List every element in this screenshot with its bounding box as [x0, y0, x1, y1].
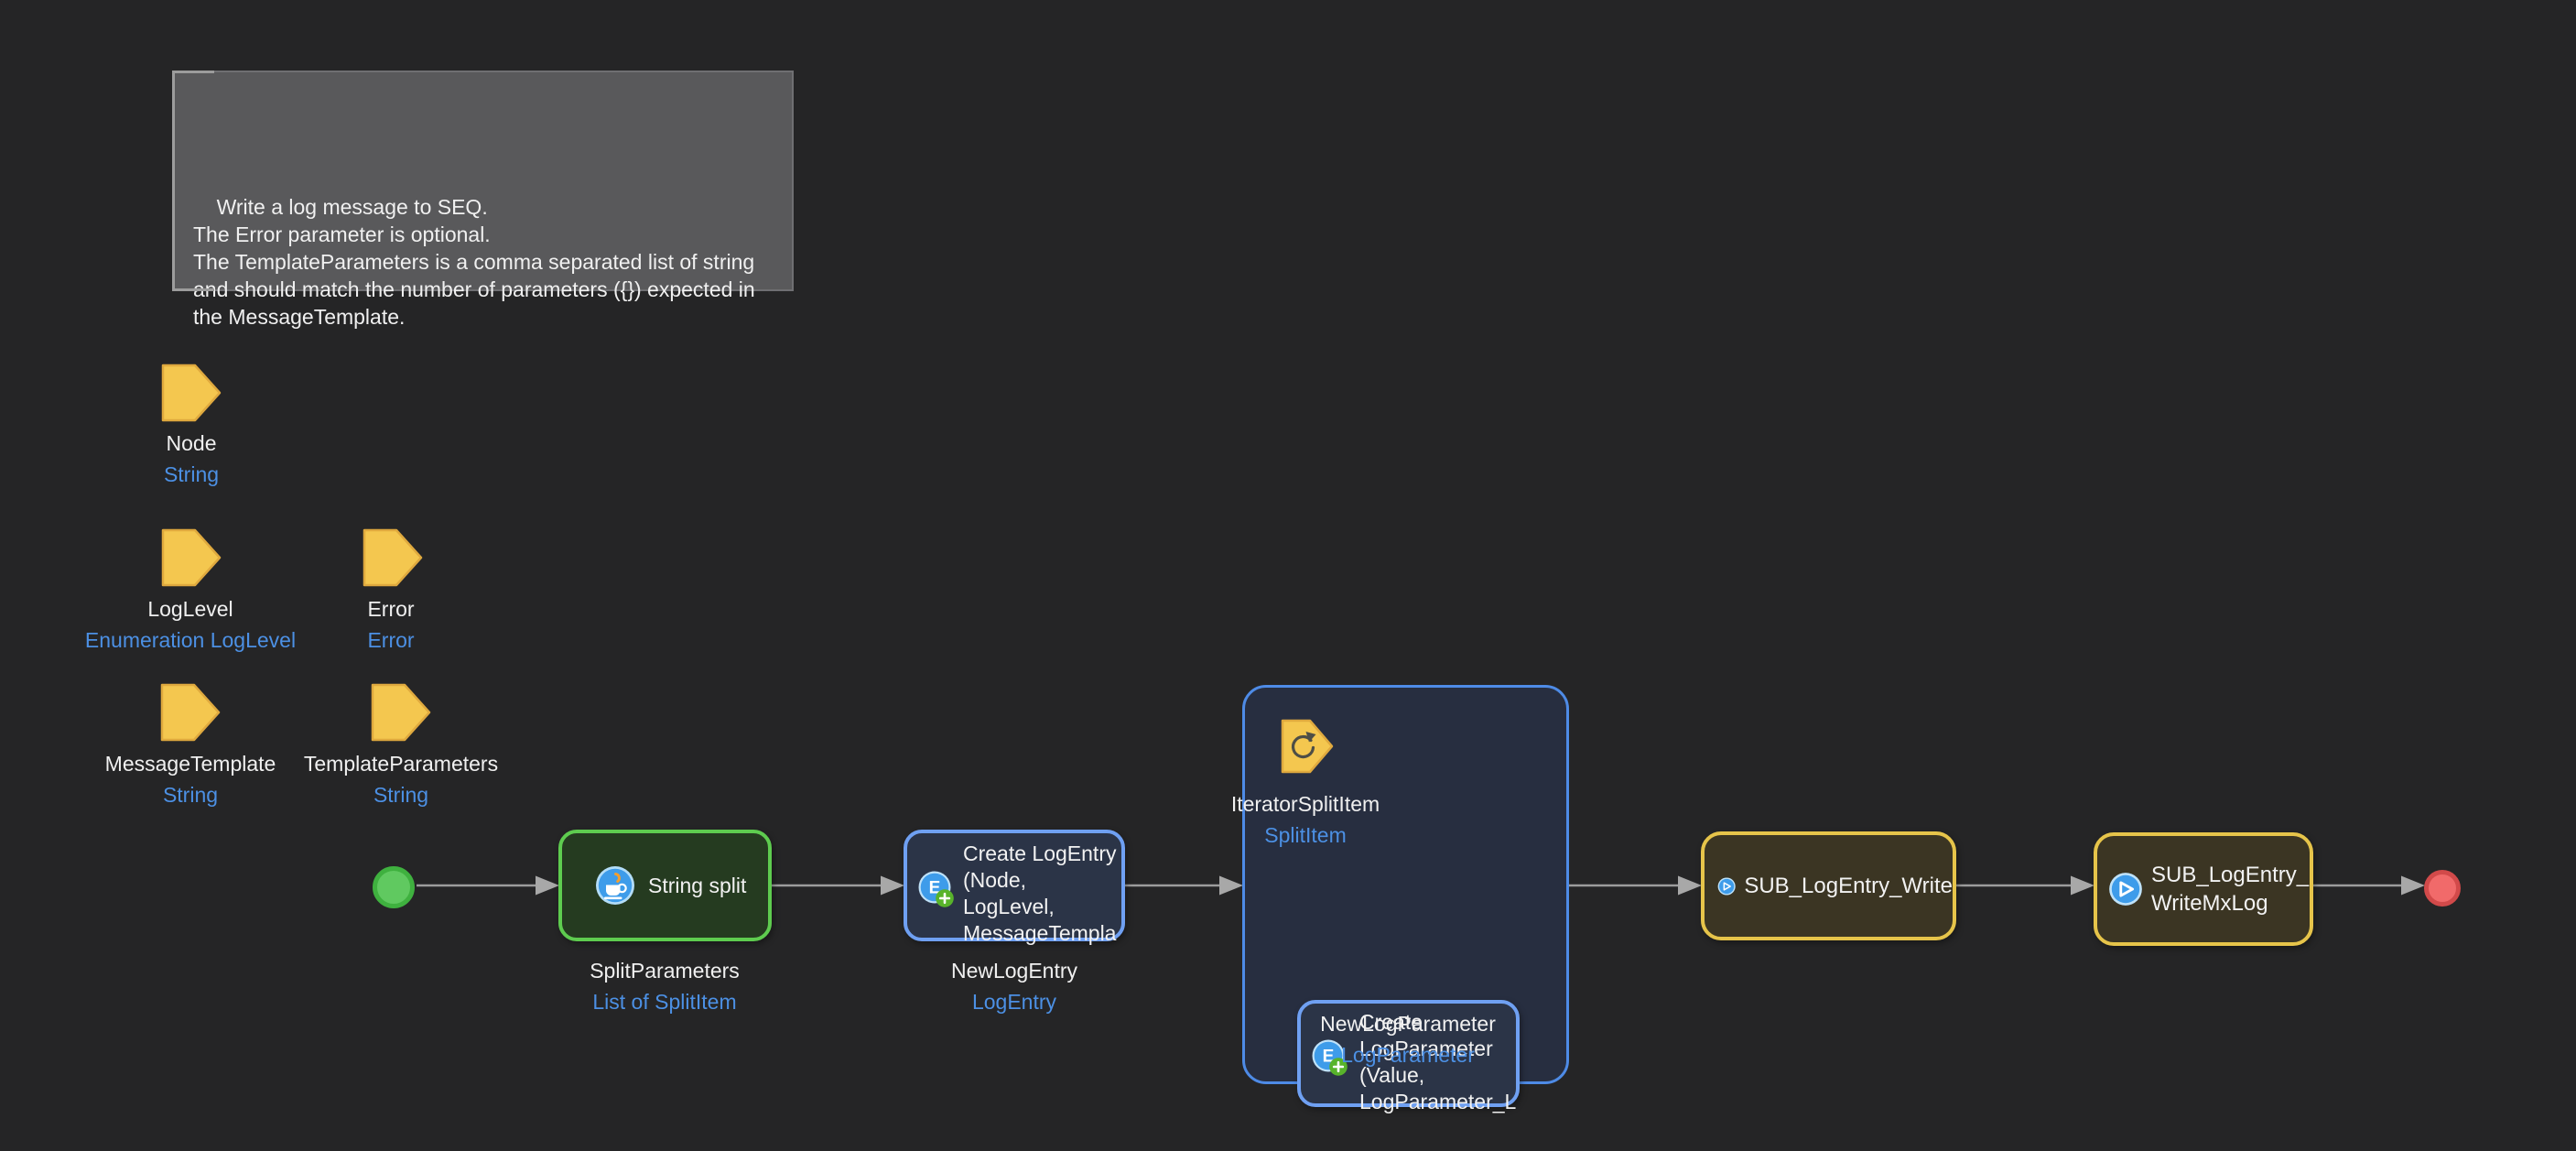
node-label: SUB_LogEntry_ WriteMxLog: [2151, 863, 2310, 916]
parameter-name-templateparameters: TemplateParameters: [303, 752, 499, 776]
flow-arrow[interactable]: [772, 875, 904, 896]
create-object-logentry[interactable]: E Create LogEntry (Node, LogLevel, Messa…: [904, 830, 1125, 945]
end-event[interactable]: [2424, 870, 2461, 907]
flow-arrow[interactable]: [1956, 875, 2094, 896]
output-variable-name: NewLogParameter: [1320, 1012, 1496, 1036]
microflow-call-icon: [2109, 873, 2142, 906]
output-variable-name: NewLogEntry: [950, 959, 1078, 983]
parameter-type-loglevel: Enumeration LogLevel: [84, 628, 297, 652]
output-variable-type: LogParameter: [1341, 1043, 1475, 1067]
iterator-variable-type: SplitItem: [1264, 823, 1347, 847]
annotation-text: Write a log message to SEQ. The Error pa…: [193, 195, 755, 329]
parameter-name-error: Error: [367, 597, 415, 621]
flow-arrow[interactable]: [2313, 875, 2425, 896]
parameter-name-loglevel: LogLevel: [147, 597, 233, 621]
output-variable-type: List of SplitItem: [592, 990, 737, 1014]
parameter-name-node: Node: [166, 431, 217, 455]
node-label: Create LogEntry (Node, LogLevel, Message…: [963, 842, 1117, 945]
annotation-corner-mark-bottom: [172, 288, 214, 291]
loop-iterator-icon[interactable]: [1281, 719, 1334, 774]
java-coffee-icon: [596, 866, 634, 905]
iterator-variable-name: IteratorSplitItem: [1230, 792, 1380, 816]
flow-arrow[interactable]: [1125, 875, 1243, 896]
parameter-type-error: Error: [367, 628, 415, 652]
annotation-corner-mark-top: [172, 71, 214, 73]
parameter-icon-node[interactable]: [161, 364, 222, 422]
microflow-call-sub-logentry-writemxlog[interactable]: SUB_LogEntry_ WriteMxLog: [2094, 832, 2313, 946]
parameter-icon-messagetemplate[interactable]: [160, 683, 221, 742]
parameter-type-node: String: [163, 462, 220, 486]
output-variable-type: LogEntry: [971, 990, 1057, 1014]
flow-arrow[interactable]: [1569, 875, 1702, 896]
node-label: String split: [648, 873, 747, 897]
output-variable-name: SplitParameters: [590, 959, 740, 983]
node-label: Create LogParameter (Value, LogParameter…: [1359, 1010, 1517, 1113]
microflow-call-icon: [1717, 876, 1736, 896]
java-action-string-split[interactable]: String split: [558, 830, 772, 941]
create-object-logparameter[interactable]: E Create LogParameter (Value, LogParamet…: [1297, 1000, 1520, 1113]
microflow-call-sub-logentry-write[interactable]: SUB_LogEntry_Write: [1701, 831, 1956, 940]
parameter-icon-loglevel[interactable]: [161, 528, 222, 587]
flow-arrow[interactable]: [417, 875, 559, 896]
parameter-type-templateparameters: String: [373, 783, 429, 807]
node-label: SUB_LogEntry_Write: [1744, 874, 1953, 898]
start-event[interactable]: [373, 866, 415, 908]
parameter-type-messagetemplate: String: [162, 783, 219, 807]
create-entity-icon: E: [1312, 1039, 1348, 1076]
annotation-box[interactable]: Write a log message to SEQ. The Error pa…: [172, 71, 794, 329]
parameter-icon-error[interactable]: [363, 528, 423, 587]
parameter-icon-templateparameters[interactable]: [371, 683, 431, 742]
create-entity-icon: E: [918, 871, 954, 907]
parameter-name-messagetemplate: MessageTemplate: [104, 752, 276, 776]
